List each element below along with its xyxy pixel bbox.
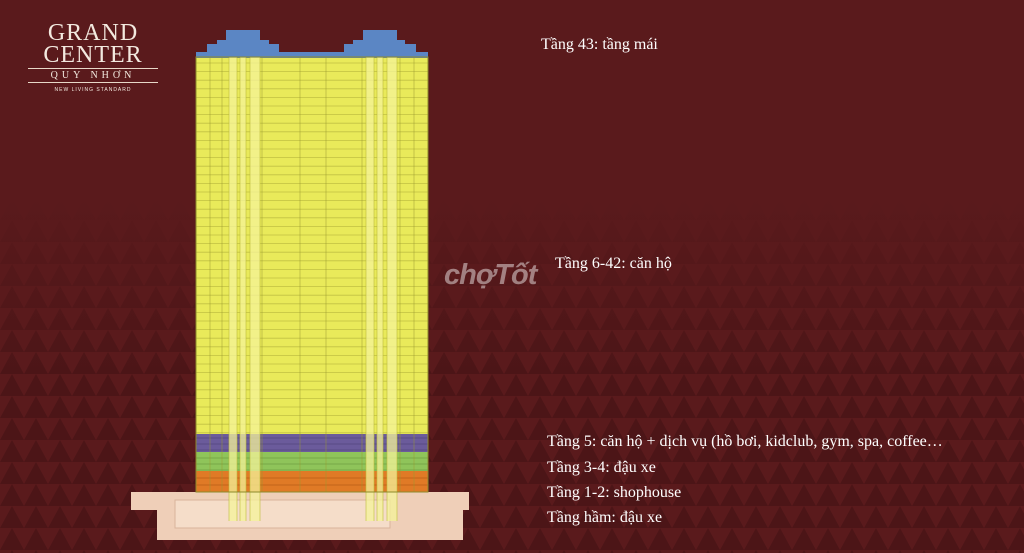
logo-tagline: NEW LIVING STANDARD [54, 87, 132, 93]
logo-line-grand: GRAND [47, 20, 139, 46]
roof-right-mid [353, 40, 405, 46]
label-floor-5: Tầng 5: căn hộ + dịch vụ (hồ bơi, kidclu… [547, 433, 943, 450]
logo-line-city: QUY NHƠN [28, 68, 158, 83]
label-basement: Tầng hầm: đậu xe [547, 509, 663, 526]
label-floor-1-2: Tầng 1-2: shophouse [547, 484, 682, 501]
tower-outline [195, 56, 429, 493]
core-shaft [250, 57, 260, 521]
roof-left-mid [217, 40, 269, 46]
basement-inner [174, 499, 391, 529]
watermark: chợTốt [444, 259, 537, 291]
core-shaft [229, 57, 237, 521]
core-shaft [387, 57, 397, 521]
brand-logo: GRAND CENTER QUY NHƠN NEW LIVING STANDAR… [28, 20, 158, 93]
roof-left-step [207, 44, 279, 54]
core-shaft [377, 57, 383, 521]
core-shaft [366, 57, 374, 521]
building [131, 30, 469, 540]
logo-line-center: CENTER [43, 42, 143, 68]
label-roof: Tầng 43: tầng mái [541, 36, 658, 53]
label-floor-3-4: Tầng 3-4: đậu xe [547, 459, 656, 476]
roof-right-step [344, 44, 416, 54]
roof-slab [196, 52, 428, 58]
background-fade [0, 195, 1024, 375]
core-shaft [240, 57, 246, 521]
label-apartments: Tầng 6-42: căn hộ [555, 255, 672, 272]
